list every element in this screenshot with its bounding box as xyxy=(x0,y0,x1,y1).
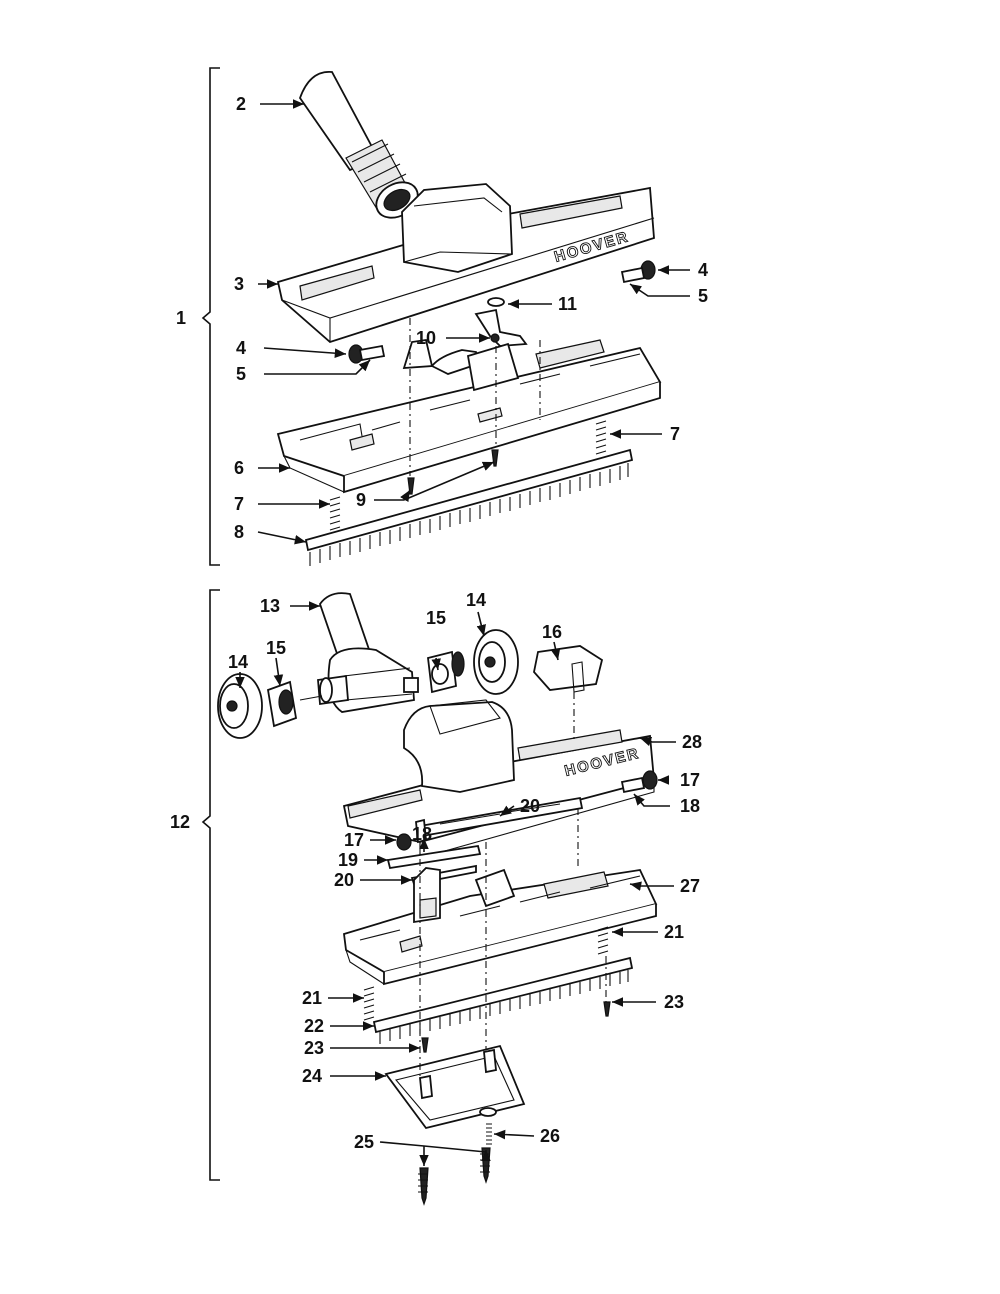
callout-16: 16 xyxy=(542,622,562,642)
callout-25: 25 xyxy=(354,1132,374,1152)
callout-8: 8 xyxy=(234,522,244,542)
part-16-selector-knob xyxy=(533,645,604,693)
part-8-brush-strip xyxy=(304,448,634,566)
callout-19: 19 xyxy=(338,850,358,870)
callout-13: 13 xyxy=(260,596,280,616)
part-25-26-screws xyxy=(418,1123,492,1206)
callout-4-right: 4 xyxy=(698,260,708,280)
callout-24: 24 xyxy=(302,1066,322,1086)
callout-7-right: 7 xyxy=(670,424,680,444)
callout-27: 27 xyxy=(680,876,700,896)
callout-9: 9 xyxy=(356,490,366,510)
callout-3: 3 xyxy=(234,274,244,294)
part-2-wand-connector xyxy=(298,71,419,219)
callout-1: 1 xyxy=(176,308,186,328)
part-3-upper-housing: HOOVER xyxy=(276,183,655,344)
part-14-15-left-wheel xyxy=(217,673,323,739)
callout-2: 2 xyxy=(236,94,246,114)
part-21-springs xyxy=(363,926,609,1021)
callout-22: 22 xyxy=(304,1016,324,1036)
part-7-springs xyxy=(329,420,607,531)
part-17-18-right-roller xyxy=(620,770,658,794)
callout-11: 11 xyxy=(558,294,577,314)
callout-21-left: 21 xyxy=(302,988,322,1008)
callout-17-right: 17 xyxy=(680,770,700,790)
part-14-15-right-wheel xyxy=(427,629,519,695)
part-28-upper-housing: HOOVER xyxy=(342,699,655,859)
part-22-brush-strip xyxy=(372,956,634,1044)
callout-10: 10 xyxy=(416,328,436,348)
part-13-wand-turbine xyxy=(317,592,419,713)
callout-23-right: 23 xyxy=(664,992,684,1012)
callout-5-right: 5 xyxy=(698,286,708,306)
callout-6: 6 xyxy=(234,458,244,478)
callout-20-lower: 20 xyxy=(334,870,354,890)
callout-17-left: 17 xyxy=(344,830,364,850)
callout-26: 26 xyxy=(540,1126,560,1146)
part-10-11-height-adjuster xyxy=(474,297,528,347)
callout-4-left: 4 xyxy=(236,338,246,358)
callout-28: 28 xyxy=(682,732,702,752)
callout-18-left: 18 xyxy=(412,824,432,844)
assembly-1: HOOVER xyxy=(176,67,708,566)
part-6-base-housing xyxy=(276,338,662,494)
callout-23-left: 23 xyxy=(304,1038,324,1058)
part-23-screws xyxy=(421,1001,611,1053)
callout-12: 12 xyxy=(170,812,190,832)
callout-14-left: 14 xyxy=(228,652,248,672)
part-27-base-housing xyxy=(343,867,658,986)
callout-20-upper: 20 xyxy=(520,796,540,816)
callout-15-left: 15 xyxy=(266,638,286,658)
assembly-12-bracket xyxy=(201,589,220,1181)
callout-14-right: 14 xyxy=(466,590,486,610)
part-4-5-right-wheel-axle xyxy=(620,260,656,284)
part-4-5-left-wheel-axle xyxy=(348,344,386,364)
callout-18-right: 18 xyxy=(680,796,700,816)
callout-21-right: 21 xyxy=(664,922,684,942)
part-24-bottom-plate xyxy=(384,1044,526,1130)
callout-5-left: 5 xyxy=(236,364,246,384)
callout-7-left: 7 xyxy=(234,494,244,514)
assembly-1-bracket xyxy=(201,67,220,566)
assembly-12: HOOVER xyxy=(170,589,702,1206)
callout-15-right: 15 xyxy=(426,608,446,628)
